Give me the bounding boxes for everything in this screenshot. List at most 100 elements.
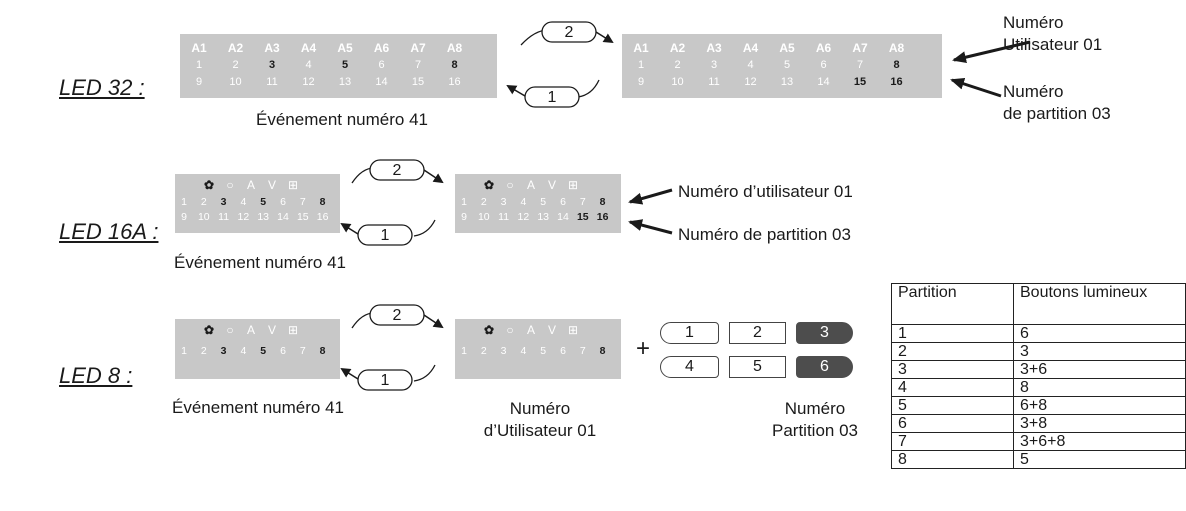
led32-detail-led: 6	[820, 59, 827, 71]
led32-event-header-led: A7	[410, 41, 426, 55]
led16a-partition-annotation: Numéro de partition 03	[678, 225, 851, 244]
partition-header: Partition	[891, 283, 1014, 325]
led8-forward-arrow-icon	[351, 304, 444, 329]
led16a-event-led: 10	[197, 211, 210, 223]
led16a-user-pointer-arrow-icon	[628, 188, 673, 205]
led16a-detail-circle-icon: ○	[506, 178, 514, 192]
led32-detail-header-led: A6	[815, 41, 832, 55]
led32-event-led: 7	[414, 59, 422, 71]
section-label-led8: LED 8 :	[59, 363, 133, 388]
led8-detail-led: 4	[520, 345, 527, 357]
led8-event-led: 4	[240, 345, 247, 357]
arrow-step-1: 1	[381, 227, 390, 244]
light-button-3-lit: 3	[796, 322, 853, 344]
led16a-detail-v-icon: V	[547, 178, 556, 192]
lit-buttons-cell: 8	[1013, 378, 1186, 397]
led8-detail-v-icon: V	[547, 323, 556, 337]
lit-buttons-cell: 3+8	[1013, 414, 1186, 433]
led8-event-away-icon: A	[246, 323, 255, 337]
light-button-6-lit: 6	[796, 356, 853, 378]
led32-event-header-led: A1	[191, 41, 207, 55]
lit-buttons-cell: 5	[1013, 450, 1186, 469]
led16a-event-circle-icon: ○	[226, 178, 234, 192]
led32-detail-header-led: A3	[706, 41, 722, 55]
led32-event-led: 2	[232, 59, 239, 71]
led32-detail-led: 4	[747, 59, 754, 71]
led16a-event-led: 16	[316, 211, 329, 223]
led32-event-led: 10	[229, 76, 242, 88]
led16a-detail-led: 1	[461, 196, 467, 208]
partition-number-cell: 2	[891, 342, 1014, 361]
led16a-detail-led: 7	[579, 196, 586, 208]
arrow-step-2: 2	[565, 24, 574, 41]
led32-back-arrow-icon	[506, 79, 600, 108]
led16a-detail-led: 11	[498, 211, 510, 223]
led16a-detail-away-icon: A	[526, 178, 535, 192]
light-button-1: 1	[660, 322, 719, 344]
led8-event-led: 7	[299, 345, 306, 357]
led16a-back-arrow-icon	[340, 219, 436, 246]
section-label-led32: LED 32 :	[59, 75, 145, 100]
led32-detail-header-led: A7	[852, 41, 868, 55]
led8-event-v-icon: V	[267, 323, 276, 337]
led16a-event-led: 5	[260, 196, 267, 208]
led32-forward-arrow-icon	[520, 21, 614, 46]
lit-buttons-header: Boutons lumineux	[1013, 283, 1186, 325]
led16a-event-led: 1	[181, 196, 187, 208]
led16a-event-led: 13	[257, 211, 270, 223]
led32-detail-led: 12	[744, 76, 757, 88]
led16a-event-v-icon: V	[267, 178, 276, 192]
led32-detail-led: 15	[853, 76, 867, 88]
lit-buttons-cell: 3	[1013, 342, 1186, 361]
led16a-event-led: 11	[218, 211, 230, 223]
arrow-step-1: 1	[381, 372, 390, 389]
led16a-event-grid-icon: ⊞	[287, 178, 299, 192]
lit-buttons-cell: 6	[1013, 324, 1186, 343]
led32-detail-header-led: A8	[888, 41, 905, 55]
light-button-2: 2	[729, 322, 786, 344]
led32-event-led: 13	[338, 76, 352, 88]
led16a-detail-led: 13	[537, 211, 550, 223]
led32-event-led: 4	[305, 59, 312, 71]
led32-event-led: 1	[195, 59, 203, 71]
led8-detail-gear-icon: ✿	[483, 323, 495, 337]
lit-buttons-cell: 6+8	[1013, 396, 1186, 415]
led32-event-header-led: A3	[264, 41, 280, 55]
arrow-step-2: 2	[393, 162, 402, 179]
led8-event-led: 8	[319, 345, 326, 357]
led32-event-led: 5	[341, 59, 349, 71]
led32-event-led: 8	[451, 59, 458, 71]
led8-detail-circle-icon: ○	[506, 323, 514, 337]
section-label-led16a: LED 16A :	[59, 219, 159, 244]
led16a-partition-pointer-arrow-icon	[628, 219, 673, 235]
led16a-event-led: 12	[237, 211, 250, 223]
led16a-detail-led: 10	[477, 211, 490, 223]
led16a-detail-led: 14	[557, 211, 569, 223]
led8-event-grid-icon: ⊞	[287, 323, 299, 337]
led32-event-header-led: A2	[227, 41, 244, 55]
led8-detail-led: 3	[500, 345, 507, 357]
led16a-detail-led: 3	[500, 196, 507, 208]
led16a-detail-led: 5	[540, 196, 547, 208]
led32-event-led: 11	[266, 76, 278, 88]
led32-detail-led: 9	[637, 76, 645, 88]
led32-detail-led: 10	[671, 76, 684, 88]
led32-event-led: 6	[378, 59, 385, 71]
partition-number-cell: 6	[891, 414, 1014, 433]
led8-event-led: 3	[220, 345, 227, 357]
led8-detail-led: 8	[599, 345, 606, 357]
led16a-user-annotation: Numéro d’utilisateur 01	[678, 182, 853, 201]
partition-number-cell: 4	[891, 378, 1014, 397]
